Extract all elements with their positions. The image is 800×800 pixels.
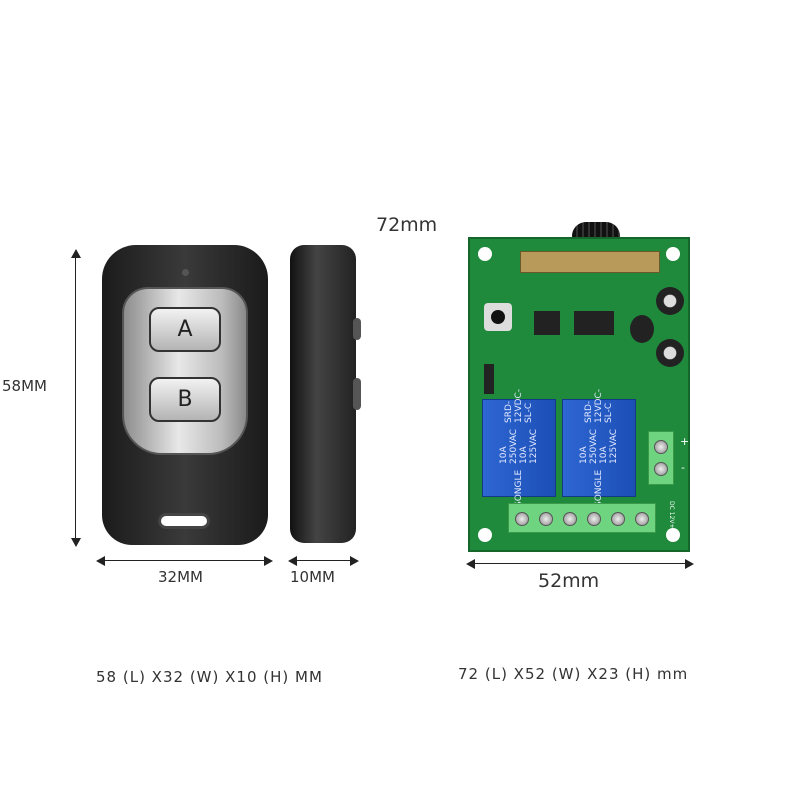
keyring-slot: [158, 513, 210, 529]
arrow-head: [71, 249, 81, 258]
receiver-spec: 72 (L) X52 (W) X23 (H) mm: [458, 665, 689, 683]
width-label: 32MM: [158, 568, 203, 586]
arrow-head: [350, 556, 359, 566]
power-label: DC 12V+: [668, 501, 675, 529]
relay-1: SONGLE 10A 250VAC 10A 125VAC SRD-12VDC-S…: [482, 389, 556, 507]
relay-model: SRD-12VDC-SL-C: [504, 388, 534, 423]
remote-button-b[interactable]: B: [149, 377, 221, 422]
plus-label: +: [680, 435, 690, 448]
height-arrow: [75, 254, 76, 540]
board-width-arrow: [470, 563, 690, 564]
mount-hole: [666, 247, 680, 261]
jumper: [484, 364, 494, 394]
led-indicator: [182, 269, 189, 276]
side-bump: [353, 318, 361, 340]
ic-chip: [534, 311, 560, 335]
mount-hole: [666, 528, 680, 542]
width-arrow: [100, 560, 270, 561]
arrow-head: [288, 556, 297, 566]
rf-module: [520, 251, 660, 273]
remote-side: [290, 245, 361, 543]
length-label: 72mm: [376, 214, 438, 236]
receiver-board: SONGLE 10A 250VAC 10A 125VAC SRD-12VDC-S…: [468, 237, 690, 552]
arrow-head: [466, 559, 475, 569]
arrow-head: [71, 538, 81, 547]
relay-brand: SONGLE: [594, 469, 604, 508]
mount-hole: [478, 247, 492, 261]
board-width-label: 52mm: [538, 570, 600, 592]
mount-hole: [478, 528, 492, 542]
remote-button-a[interactable]: A: [149, 307, 221, 352]
thickness-arrow: [292, 560, 356, 561]
arrow-head: [96, 556, 105, 566]
arrow-head: [685, 559, 694, 569]
capacitor: [656, 339, 684, 367]
ic-chip: [574, 311, 614, 335]
relay-brand: SONGLE: [514, 469, 524, 508]
minus-label: -: [681, 461, 685, 474]
height-label: 58MM: [2, 377, 47, 395]
power-terminal: [648, 431, 674, 485]
relay-2: SONGLE 10A 250VAC 10A 125VAC SRD-12VDC-S…: [562, 389, 636, 507]
relay-rating: 10A 250VAC 10A 125VAC: [579, 428, 619, 464]
remote-button-panel: A B: [122, 287, 248, 455]
relay-model: SRD-12VDC-SL-C: [584, 388, 614, 423]
side-bump: [353, 378, 361, 410]
remote-spec: 58 (L) X32 (W) X10 (H) MM: [96, 668, 323, 686]
thickness-label: 10MM: [290, 568, 335, 586]
transistor: [630, 315, 654, 343]
relay-rating: 10A 250VAC 10A 125VAC: [499, 428, 539, 464]
remote-front: A B: [102, 245, 268, 545]
arrow-head: [264, 556, 273, 566]
relay-output-terminal: [508, 503, 656, 533]
capacitor: [656, 287, 684, 315]
learn-button[interactable]: [484, 303, 512, 331]
